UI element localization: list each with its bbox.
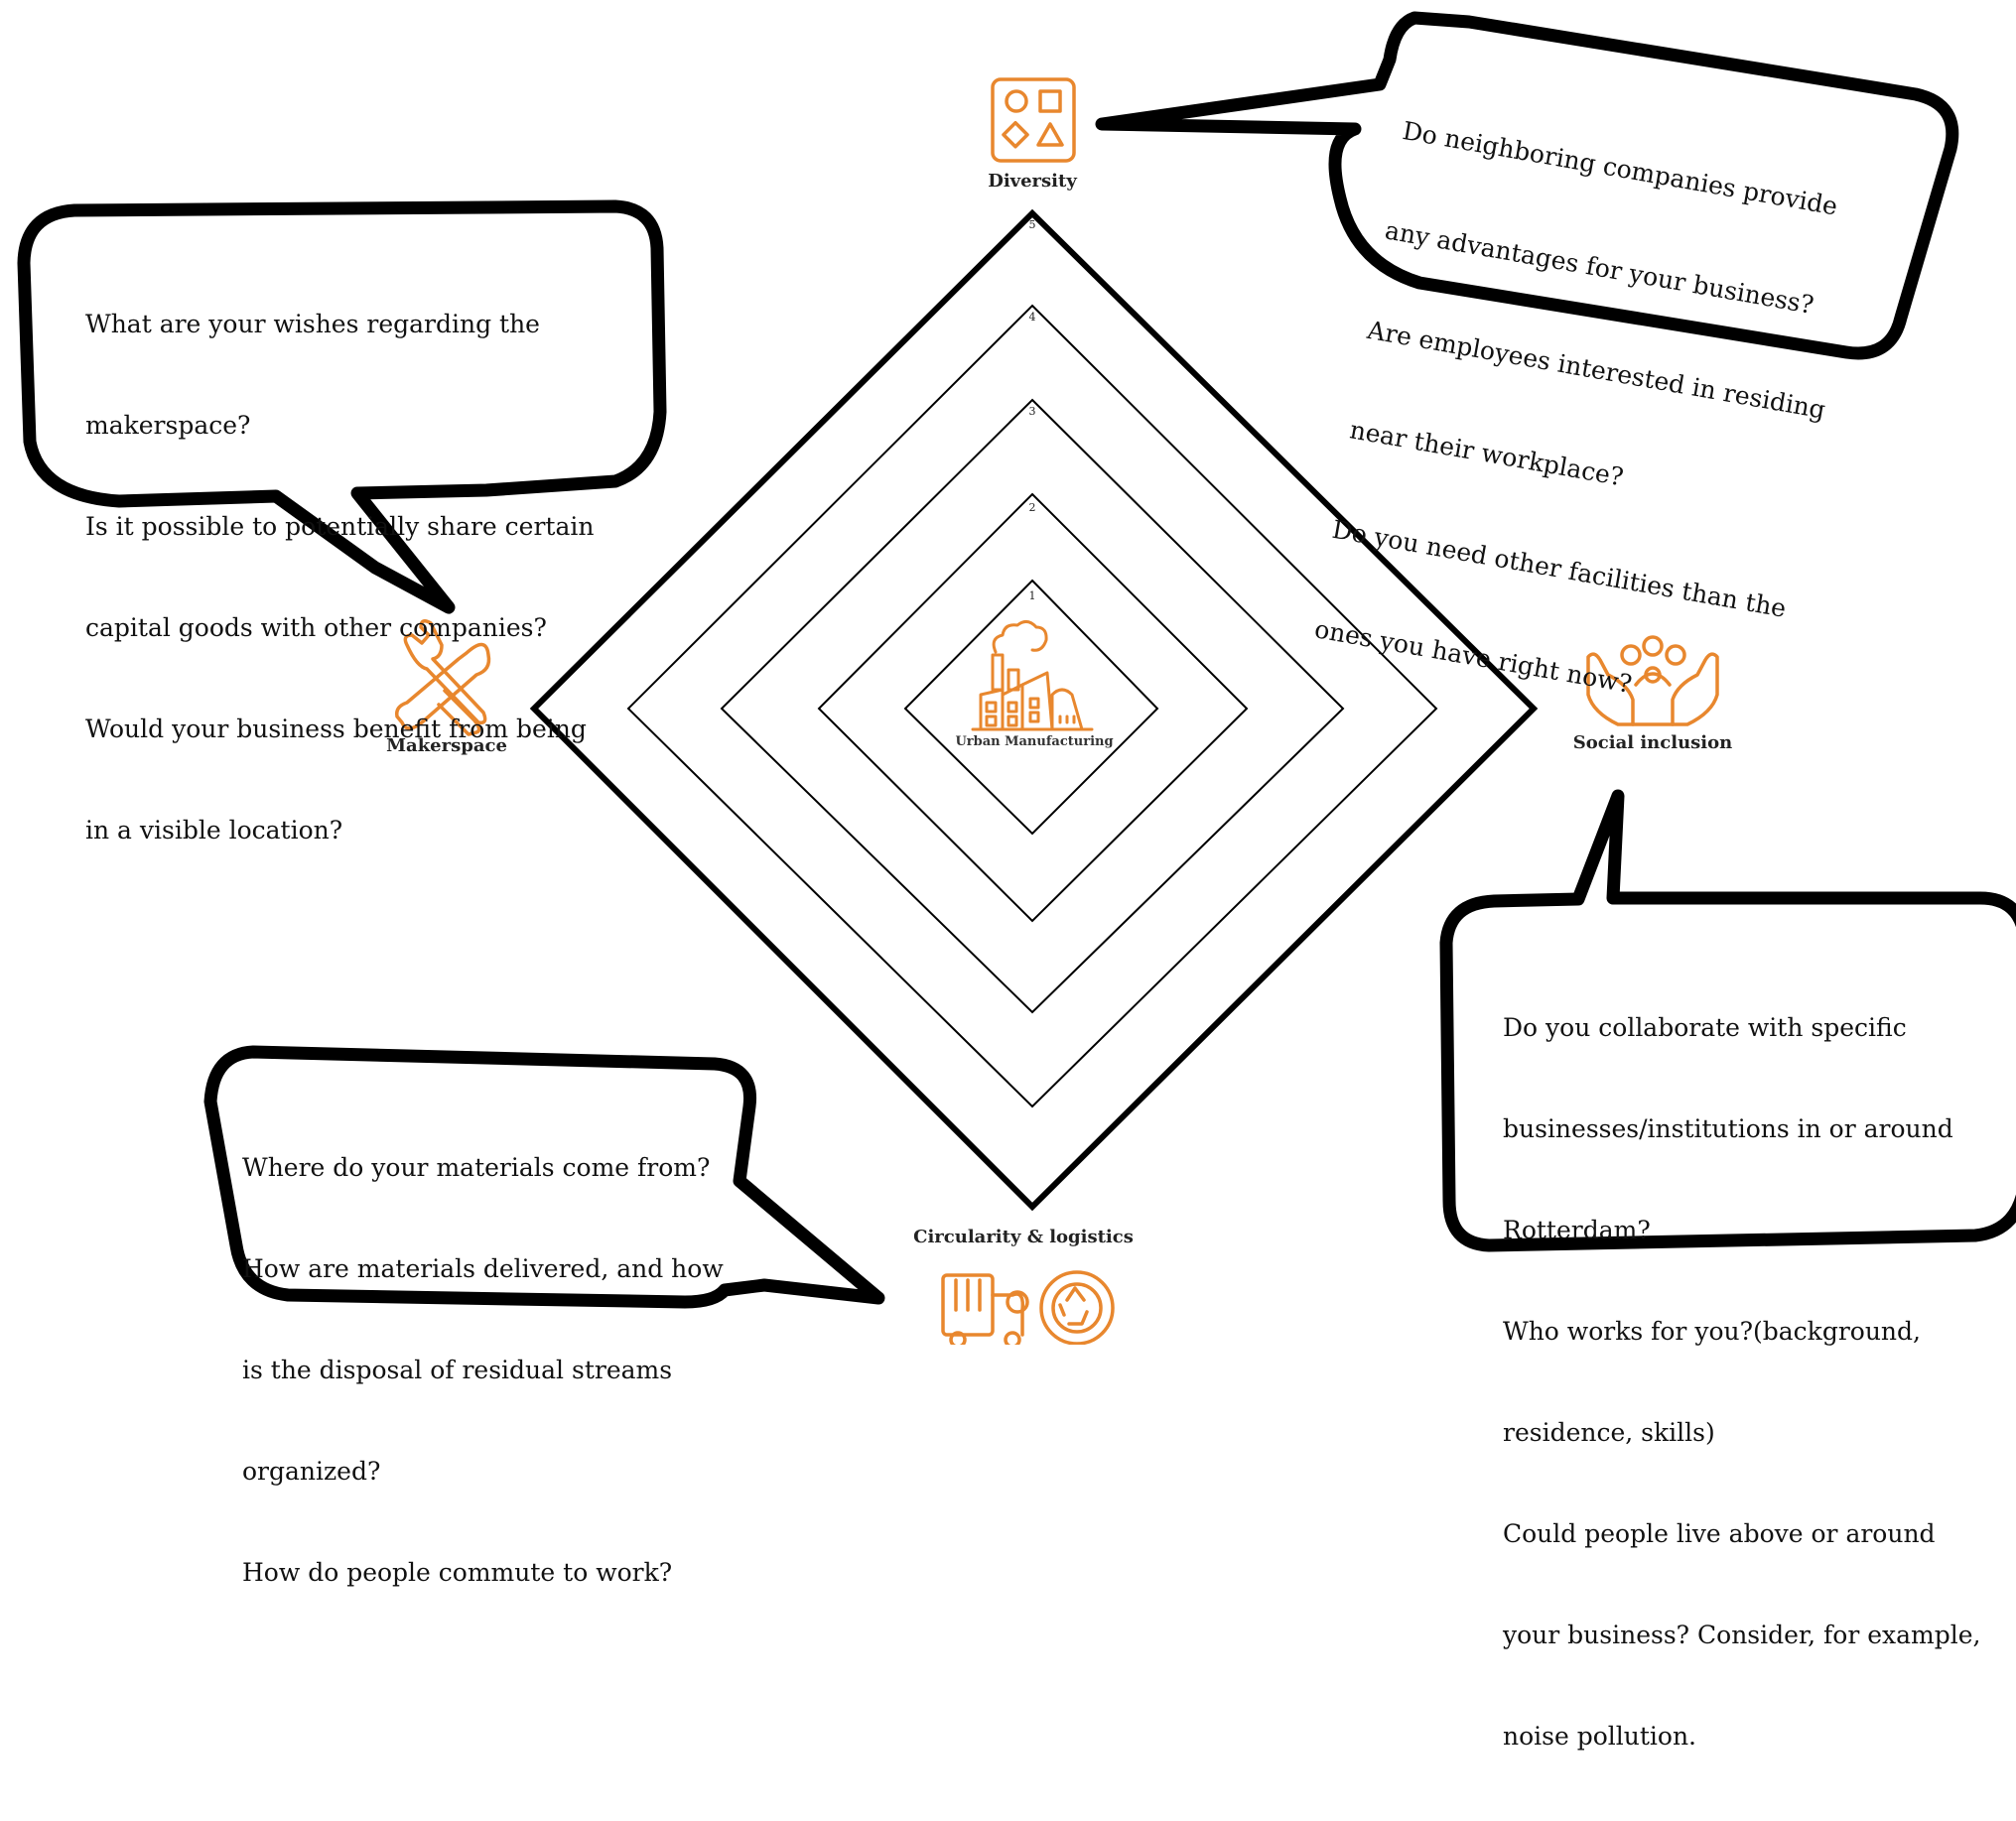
level-ring-5 (529, 208, 1539, 1212)
level-ring-4 (626, 304, 1438, 1108)
diamond-rings-layer (529, 208, 1539, 1212)
social-inclusion-speech-bubble (1439, 789, 2016, 1252)
social-inclusion-question-line: Rotterdam? (1503, 1216, 1651, 1244)
social-inclusion-questions: Do you collaborate with specific busines… (1503, 944, 1980, 1821)
social-inclusion-question-line: noise pollution. (1503, 1722, 1697, 1751)
truck-recycle-icon (941, 1270, 1115, 1345)
level-label-1: 1 (1028, 589, 1036, 602)
makerspace-question-line: makerspace? (85, 411, 251, 440)
makerspace-question-line: capital goods with other companies? (85, 613, 547, 642)
social-inclusion-question-line: Do you collaborate with specific (1503, 1013, 1907, 1042)
makerspace-question-line: Would your business benefit from being (85, 715, 587, 743)
factory-icon (971, 620, 1094, 731)
social-inclusion-question-line: your business? Consider, for example, (1503, 1621, 1981, 1649)
speech-bubbles-layer (17, 11, 2016, 1309)
makerspace-speech-bubble (17, 199, 667, 614)
axis-label-makerspace: Makerspace (386, 735, 507, 756)
shapes-icon (991, 77, 1076, 163)
community-hands-icon (1586, 635, 1719, 726)
makerspace-question-line: What are your wishes regarding the (85, 310, 540, 338)
circularity-question-line: How are materials delivered, and how (242, 1254, 724, 1283)
makerspace-question-line: Is it possible to potentially share cert… (85, 512, 595, 541)
circularity-questions: Where do your materials come from? How a… (242, 1084, 724, 1657)
level-label-3: 3 (1028, 405, 1036, 418)
diversity-question-line: Do you need other facilities than the (1329, 514, 1789, 623)
social-inclusion-question-line: Could people live above or around (1503, 1519, 1936, 1548)
makerspace-question-line: in a visible location? (85, 816, 343, 845)
axis-label-social-inclusion: Social inclusion (1572, 732, 1733, 753)
social-inclusion-question-line: Who works for you?(background, (1503, 1317, 1921, 1346)
axis-label-circularity-logistics: Circularity & logistics (913, 1227, 1134, 1247)
diversity-question-line: Are employees interested in residing (1365, 315, 1828, 425)
circularity-question-line: is the disposal of residual streams (242, 1356, 673, 1384)
social-inclusion-question-line: businesses/institutions in or around (1503, 1114, 1953, 1143)
diversity-question-line: any advantages for your business? (1383, 215, 1816, 320)
diversity-question-line: ones you have right now? (1312, 614, 1635, 699)
circularity-question-line: How do people commute to work? (242, 1558, 673, 1587)
makerspace-questions: What are your wishes regarding the maker… (85, 240, 594, 915)
axis-label-diversity: Diversity (988, 171, 1077, 192)
level-ring-3 (720, 398, 1345, 1014)
level-label-2: 2 (1028, 501, 1036, 514)
level-ring-2 (817, 492, 1249, 923)
diagram-canvas: 5 4 3 2 1 (17, 11, 2016, 1751)
center-label: Urban Manufacturing (955, 734, 1114, 749)
level-ring-1 (903, 579, 1159, 836)
circularity-speech-bubble (203, 1045, 885, 1309)
level-label-5: 5 (1028, 218, 1036, 231)
circularity-question-line: organized? (242, 1457, 381, 1486)
social-inclusion-question-line: residence, skills) (1503, 1418, 1715, 1447)
tools-icon (394, 619, 491, 736)
diversity-speech-bubble (1095, 11, 1959, 360)
level-label-4: 4 (1028, 311, 1036, 324)
diversity-question-line: near their workplace? (1347, 415, 1626, 492)
circularity-question-line: Where do your materials come from? (242, 1153, 711, 1182)
icons-layer (394, 77, 1719, 1345)
diversity-question-line: Do neighboring companies provide (1400, 115, 1840, 221)
